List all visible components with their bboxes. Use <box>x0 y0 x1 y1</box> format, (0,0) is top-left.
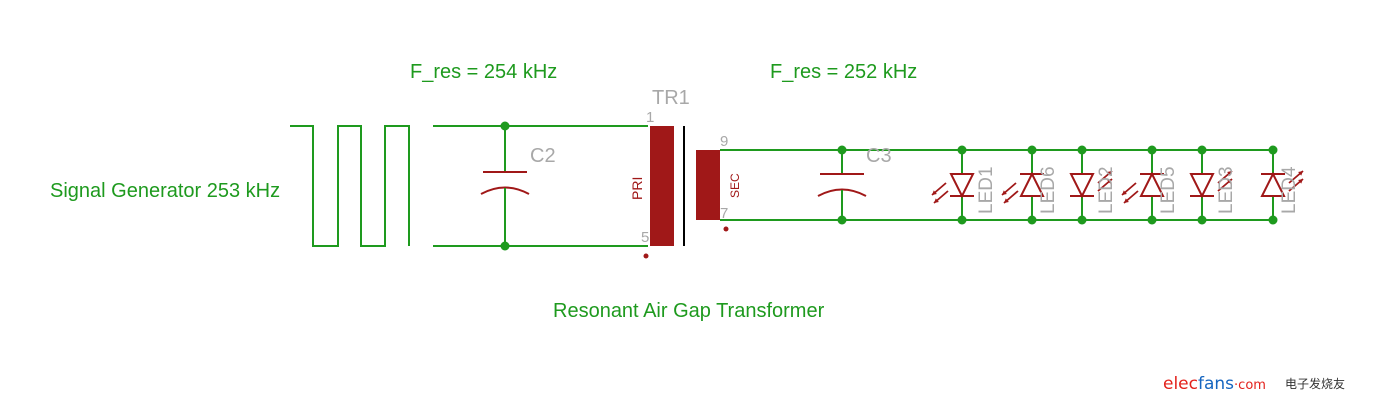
c3-ref-label: C3 <box>866 145 892 167</box>
led-5-emission-arrow-a-head <box>1227 171 1232 176</box>
transformer-caption: Resonant Air Gap Transformer <box>553 300 825 322</box>
tr1-pin-5: 5 <box>641 229 649 246</box>
led-5-junction-top <box>1197 145 1207 155</box>
tr1-pin-1: 1 <box>646 109 654 126</box>
led-5-body <box>1189 173 1215 199</box>
led-1-emission-arrow-b-head <box>934 198 939 203</box>
tr1-pin-7: 7 <box>720 205 728 222</box>
primary-polarity-dot <box>643 253 649 259</box>
tr1-ref-label: TR1 <box>652 87 690 109</box>
capacitor-c3 <box>817 150 867 220</box>
led-6-junction-bottom <box>1268 215 1278 225</box>
led-2-ref-label: LED6 <box>1038 166 1059 214</box>
primary-label: PRI <box>629 177 645 200</box>
led-4-ref-label: LED5 <box>1158 166 1179 214</box>
led-array: LED1 LED6 LED2 LED5 LED3 LED4 <box>931 145 1304 225</box>
led-6-ref-label: LED4 <box>1279 166 1300 214</box>
led-4-body <box>1139 171 1165 197</box>
led-2-emission-arrow-a-head <box>1002 190 1007 195</box>
watermark-part-2: fans <box>1198 374 1234 394</box>
led-5-junction-bottom <box>1197 215 1207 225</box>
led-4-junction-bottom <box>1147 215 1157 225</box>
led-2-junction-bottom <box>1027 215 1037 225</box>
led-6-emission-arrow-b-head <box>1298 179 1303 184</box>
load-resonance-label: F_res = 252 kHz <box>770 61 917 83</box>
watermark-site: elecfans·com <box>1163 374 1266 394</box>
led-4-junction-top <box>1147 145 1157 155</box>
led-6-body <box>1260 171 1286 197</box>
led-2-body <box>1019 171 1045 197</box>
watermark-cn-text: 电子发烧友 <box>1285 376 1345 391</box>
led-2-emission-arrow-b-head <box>1004 198 1009 203</box>
watermark-part-3: ·com <box>1234 378 1266 393</box>
led-1-emission-arrow-a-head <box>932 190 937 195</box>
led-3-ref-label: LED2 <box>1096 166 1117 214</box>
tr1-pin-9: 9 <box>720 133 728 150</box>
secondary-label: SEC <box>728 173 742 198</box>
source-resonance-label: F_res = 254 kHz <box>410 61 557 83</box>
watermark-part-1: elec <box>1163 374 1198 394</box>
led-4-emission-arrow-b-head <box>1124 198 1129 203</box>
led-3-body <box>1069 173 1095 199</box>
led-4-emission-arrow-a-head <box>1122 190 1127 195</box>
led-1-body <box>949 173 975 199</box>
led-3-emission-arrow-b-head <box>1107 179 1112 184</box>
led-5-emission-arrow-b-head <box>1227 179 1232 184</box>
signal-generator-label: Signal Generator 253 kHz <box>50 180 280 202</box>
led-3-junction-bottom <box>1077 215 1087 225</box>
site-watermark: elecfans·com 电子发烧友 <box>1163 374 1345 394</box>
led-3-emission-arrow-a-head <box>1107 171 1112 176</box>
led-1-ref-label: LED1 <box>976 166 997 214</box>
primary-winding <box>650 126 674 246</box>
led-2-junction-top <box>1027 145 1037 155</box>
secondary-winding <box>696 150 720 220</box>
led-1-junction-bottom <box>957 215 967 225</box>
c2-ref-label: C2 <box>530 145 556 167</box>
led-3-junction-top <box>1077 145 1087 155</box>
led-5-ref-label: LED3 <box>1216 166 1237 214</box>
led-6-emission-arrow-a-head <box>1298 171 1303 176</box>
led-1-junction-top <box>957 145 967 155</box>
led-6-junction-top <box>1268 145 1278 155</box>
capacitor-c2 <box>480 126 530 246</box>
secondary-polarity-dot <box>723 226 729 232</box>
square-wave-signal <box>290 125 410 247</box>
transformer-tr1 <box>643 126 729 259</box>
